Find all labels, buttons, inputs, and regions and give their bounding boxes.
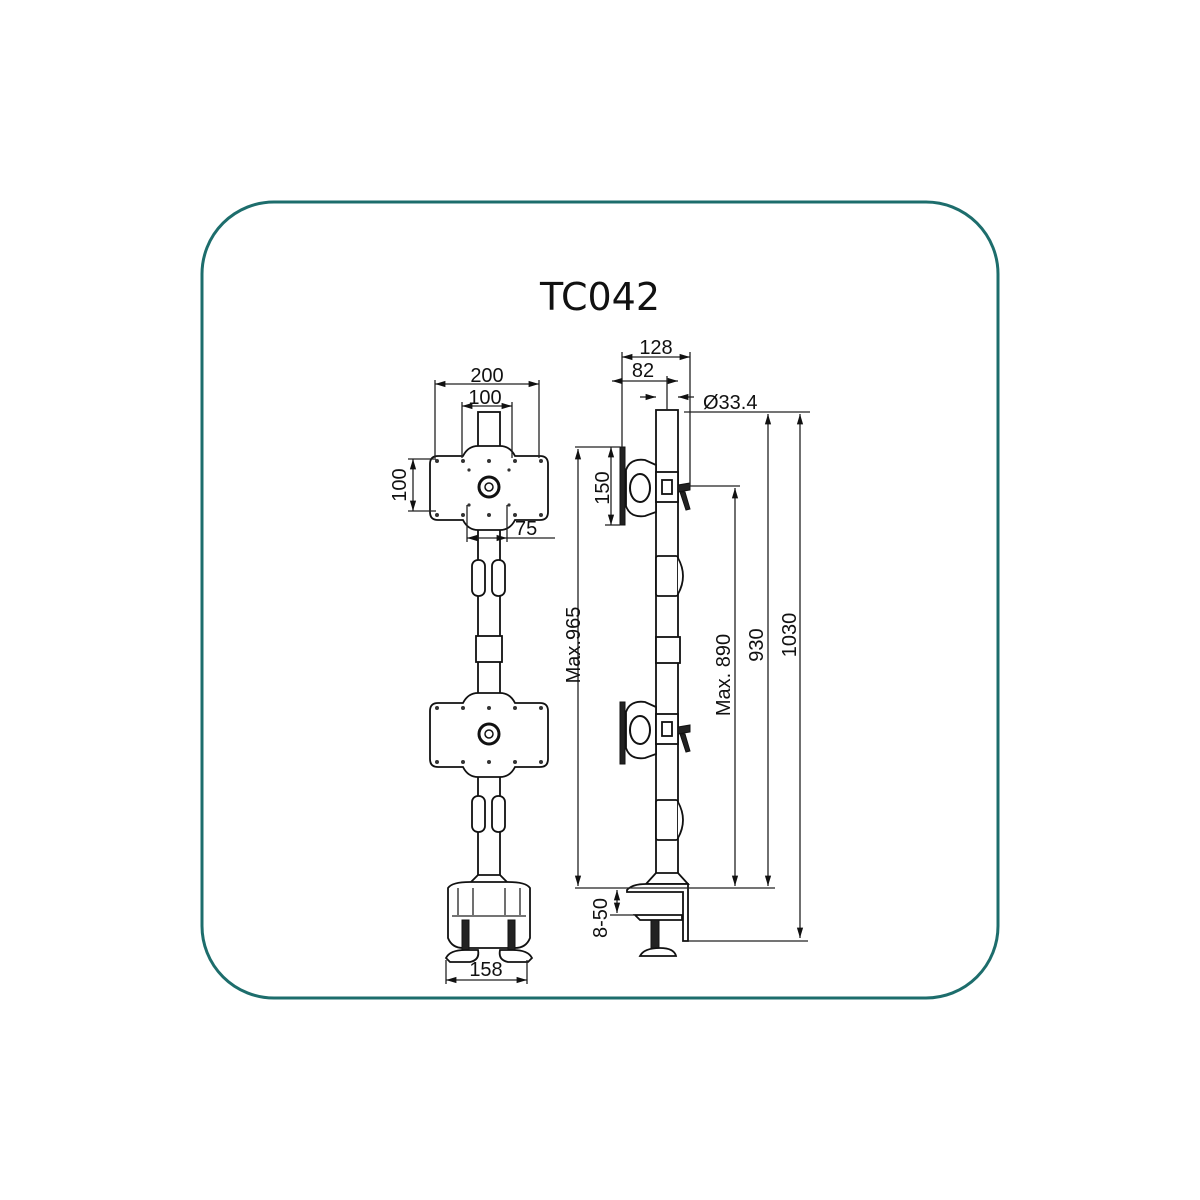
dim-depth-128: 128 bbox=[639, 337, 672, 359]
front-dimensions: 200 100 100 75 158 bbox=[389, 365, 555, 984]
dim-width-200: 200 bbox=[470, 365, 503, 387]
dim-plate-150: 150 bbox=[592, 471, 614, 504]
dim-depth-82: 82 bbox=[632, 360, 654, 382]
dim-pole-diameter: Ø33.4 bbox=[703, 392, 757, 414]
dim-930: 930 bbox=[746, 628, 768, 661]
upper-tilt-bracket bbox=[625, 458, 657, 518]
lower-vesa-plate bbox=[429, 692, 549, 778]
dim-max-890: Max. 890 bbox=[713, 634, 735, 716]
desk-clamp-front bbox=[447, 881, 531, 949]
frame-border bbox=[200, 200, 1000, 1000]
dim-height-100: 100 bbox=[389, 468, 411, 501]
dim-max-965: Max.965 bbox=[563, 607, 585, 684]
dim-desk-8-50: 8-50 bbox=[590, 898, 612, 938]
dim-1030: 1030 bbox=[779, 613, 801, 658]
side-view bbox=[619, 409, 691, 957]
dim-height-75: 75 bbox=[515, 518, 537, 540]
front-view bbox=[429, 411, 549, 963]
model-title: TC042 bbox=[539, 275, 660, 319]
side-dimensions: 128 82 Ø33.4 150 Max.965 Max. 890 930 10… bbox=[563, 337, 810, 942]
dim-base-158: 158 bbox=[469, 959, 502, 981]
upper-vesa-plate bbox=[429, 445, 549, 531]
lower-tilt-bracket bbox=[625, 700, 657, 760]
dim-width-100: 100 bbox=[468, 387, 501, 409]
